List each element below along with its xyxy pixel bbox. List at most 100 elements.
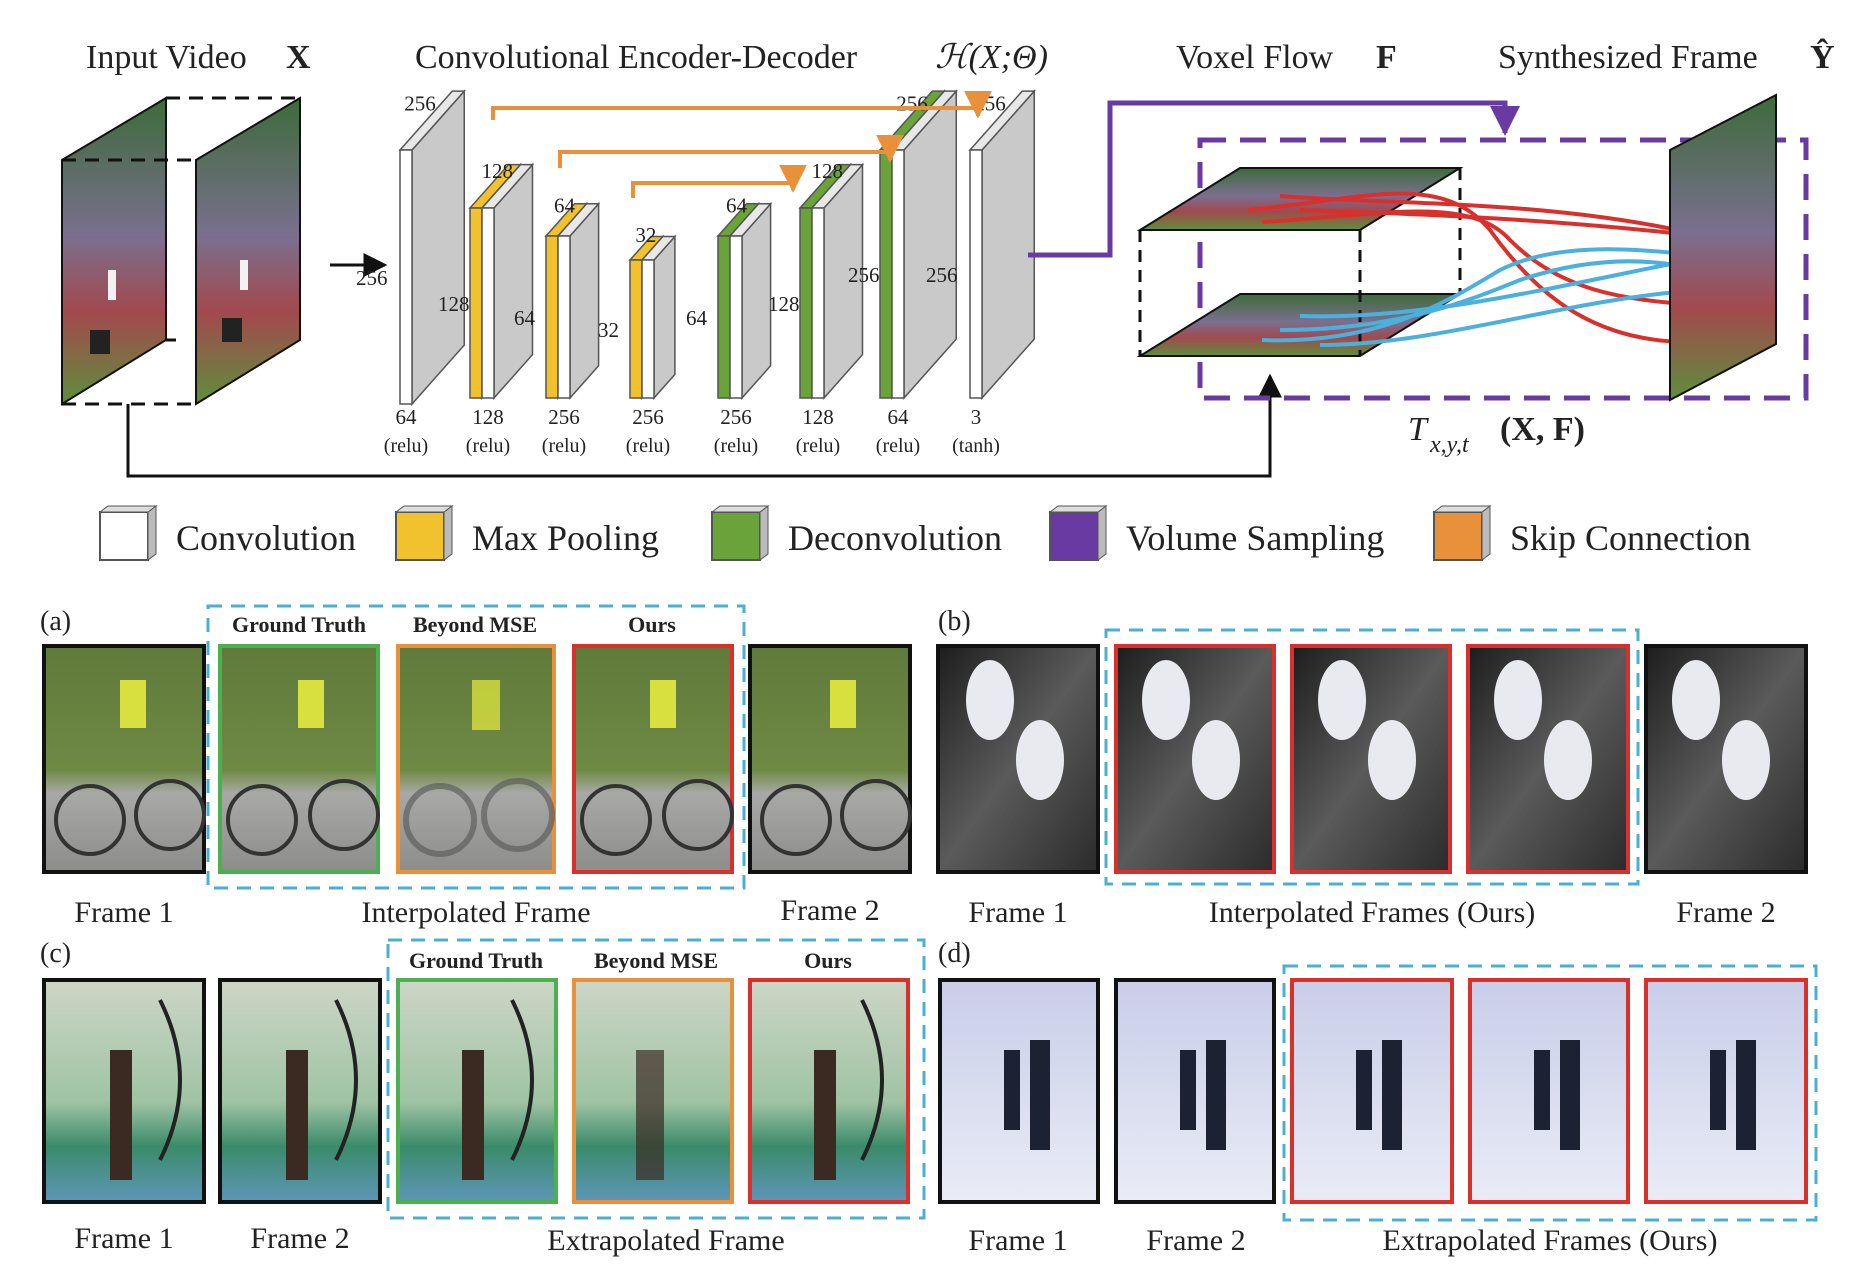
panel-b-frame-2 (1644, 644, 1808, 874)
panel-a-frame-2 (748, 644, 912, 874)
layer-8-side-dim: 256 (926, 263, 958, 287)
panel-a-caption-frame-1: Frame 1 (74, 896, 173, 929)
sampling-function-symbol: T (1408, 411, 1429, 448)
panel-c-frame-1 (42, 978, 206, 1204)
panel-c-dashed-group (386, 938, 926, 1220)
layer-2-activation: (relu) (466, 435, 510, 457)
input-to-sampling-arrow (126, 373, 1282, 478)
panel-a-tag-ours: Ours (628, 612, 676, 637)
layer-4-activation: (relu) (626, 435, 670, 457)
encoder-decoder-label: Convolutional Encoder-Decoder (415, 39, 858, 76)
voxel-plane-bottom (1136, 293, 1464, 357)
skip-connections (491, 90, 992, 198)
panel-a-ours (572, 644, 734, 874)
layer-6-channels: 128 (802, 405, 834, 429)
layer-7-channels: 64 (888, 405, 910, 429)
panel-c-ground-truth (396, 978, 558, 1204)
sampling-function-subscript: x,y,t (1429, 432, 1470, 458)
panel-d-extrap-3 (1644, 978, 1808, 1204)
network-slab-1 (398, 89, 466, 406)
skip-connection-3 (631, 164, 807, 198)
panel-a-caption-frame-2: Frame 2 (780, 894, 879, 927)
legend-label: Volume Sampling (1126, 518, 1384, 558)
panel-a-ground-truth (218, 644, 380, 874)
input-video-symbol: X (286, 39, 311, 76)
network-slab-9 (728, 201, 773, 400)
voxel-flow-symbol: F (1376, 39, 1397, 76)
network-slab-14 (968, 89, 1036, 400)
panel-d-extrap-2 (1468, 978, 1630, 1204)
layer-4-top-dim: 32 (635, 223, 656, 247)
panel-b-caption-frame-2: Frame 2 (1676, 896, 1775, 929)
layer-3-side-dim: 64 (514, 306, 536, 330)
legend-item-skip-connection: Skip Connection (1432, 505, 1751, 561)
layer-6-top-dim: 128 (811, 159, 843, 183)
sampling-function-args: (X, F) (1500, 411, 1585, 448)
legend: Convolution Max Pooling Deconvolution Volum… (98, 505, 1751, 561)
panel-b-frame-1 (936, 644, 1100, 874)
panel-b-caption-frame-1: Frame 1 (968, 896, 1067, 929)
legend-label: Deconvolution (788, 518, 1002, 558)
layer-1-side-dim: 256 (356, 266, 388, 290)
panel-b-interp-2 (1290, 644, 1452, 874)
panel-a-tag-gt: Ground Truth (232, 612, 366, 637)
layer-3-top-dim: 64 (554, 194, 576, 218)
layer-1-channels: 64 (396, 405, 418, 429)
layer-1-top-dim: 256 (404, 92, 436, 116)
panel-c-tag-mse: Beyond MSE (594, 948, 718, 973)
layer-1-activation: (relu) (384, 435, 428, 457)
network-slab-5 (556, 201, 601, 400)
panel-c-letter: (c) (40, 938, 71, 969)
skip-connection-2 (558, 134, 904, 168)
legend-label: Convolution (176, 518, 356, 558)
skip-connection-1 (491, 90, 992, 120)
panel-a-beyond-mse (396, 644, 556, 874)
synthesized-frame (1669, 93, 1777, 402)
header: Input Video X Convolutional Encoder-Deco… (86, 38, 1835, 76)
panel-a-tag-mse: Beyond MSE (413, 612, 537, 637)
legend-label: Skip Connection (1510, 518, 1751, 558)
panel-b-interp-3 (1466, 644, 1630, 874)
panel-a-letter: (a) (40, 606, 71, 637)
panel-d-caption-extrapolated: Extrapolated Frames (Ours) (1383, 1224, 1718, 1257)
panel-d-frame-1 (938, 978, 1100, 1204)
volume-sampling-box (1197, 137, 1809, 401)
encoder-decoder-symbol: ℋ(X;Θ) (935, 39, 1048, 76)
panel-d-dashed-group (1282, 964, 1818, 1222)
layer-2-channels: 128 (472, 405, 504, 429)
network-slab-11 (810, 162, 865, 400)
volume-sampling: T x,y,t (X, F) (1136, 93, 1809, 458)
panel-a-frame-1 (42, 644, 206, 874)
legend-swatch (1433, 511, 1483, 561)
panel-c-caption-extrapolated: Extrapolated Frame (547, 1224, 784, 1257)
volume-sampling-connector (1028, 100, 1520, 258)
legend-item-volume-sampling: Volume Sampling (1048, 505, 1384, 561)
panel-c-beyond-mse (572, 978, 734, 1204)
layer-3-activation: (relu) (542, 435, 586, 457)
legend-swatch (395, 511, 445, 561)
layer-5-channels: 256 (720, 405, 752, 429)
panel-c-tag-gt: Ground Truth (409, 948, 543, 973)
layer-7-top-dim: 256 (896, 92, 928, 116)
panel-c-frame-2 (218, 978, 382, 1204)
encoder-decoder-network: 256 256 64 (relu) 128 128 128 (relu) 64 64 256 (rel… (356, 89, 1036, 457)
panel-c-caption-frame-1: Frame 1 (74, 1222, 173, 1255)
synthesized-frame-label: Synthesized Frame (1498, 39, 1758, 76)
panel-d-letter: (d) (938, 938, 971, 969)
layer-8-activation: (tanh) (952, 435, 1000, 457)
panel-d-frame-2 (1114, 978, 1276, 1204)
voxel-flow-label: Voxel Flow (1176, 39, 1334, 76)
layer-3-channels: 256 (548, 405, 580, 429)
panel-d-caption-frame-2: Frame 2 (1146, 1224, 1245, 1257)
layer-7-side-dim: 256 (848, 263, 880, 287)
layer-6-side-dim: 128 (768, 292, 800, 316)
network-slab-7 (640, 234, 677, 400)
synthesized-frame-symbol: Ŷ (1810, 38, 1835, 76)
layer-8-channels: 3 (971, 405, 982, 429)
layer-7-activation: (relu) (876, 435, 920, 457)
panel-d-extrap-1 (1290, 978, 1454, 1204)
legend-label: Max Pooling (472, 518, 659, 558)
input-video-label: Input Video (86, 39, 247, 76)
legend-swatch (711, 511, 761, 561)
